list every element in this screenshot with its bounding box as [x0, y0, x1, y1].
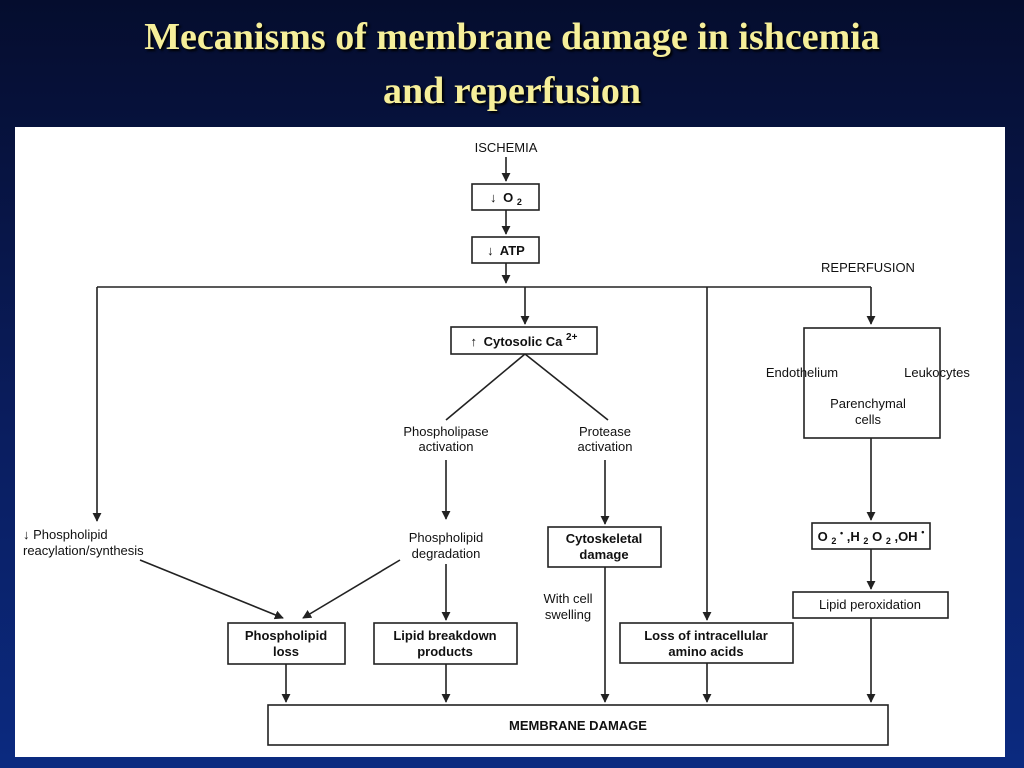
lipid-breakdown-line-1: Lipid breakdown	[393, 628, 496, 643]
ischemia-label: ISCHEMIA	[475, 140, 538, 155]
cytoskeletal-line-2: damage	[579, 547, 628, 562]
ros-o2-sub: 2	[831, 536, 836, 546]
o2-label: ↓ O 2	[490, 190, 522, 207]
ca-text: Cytosolic Ca	[484, 334, 564, 349]
atp-box	[471, 236, 540, 264]
reperfusion-label: REPERFUSION	[821, 260, 915, 275]
atp-label: ↓ ATP	[487, 243, 525, 258]
ros-oh-sup: •	[921, 527, 924, 537]
diagram-panel: ISCHEMIA ↓ O 2 ↓ ATP REPERFUSION ↑ Cytos…	[15, 127, 1005, 757]
degradation-line-2: degradation	[412, 546, 481, 561]
ros-o: O	[872, 529, 882, 544]
ros-o2-sup: •	[840, 528, 843, 538]
ros-o2: O	[818, 529, 828, 544]
amino-acid-line-2: amino acids	[668, 644, 743, 659]
parenchymal-line-2: cells	[855, 412, 882, 427]
protease-line-1: Protease	[579, 424, 631, 439]
degradation-line-1: Phospholipid	[409, 530, 483, 545]
membrane-damage-label: MEMBRANE DAMAGE	[509, 718, 647, 733]
arrow-reacylation-to-loss	[139, 559, 284, 620]
o2-text: O	[503, 190, 513, 205]
phospholipid-loss-line-1: Phospholipid	[245, 628, 327, 643]
parenchymal-line-1: Parenchymal	[830, 396, 906, 411]
ros-o2b-sub: 2	[886, 536, 891, 546]
o2-subscript: 2	[517, 197, 522, 207]
cytosolic-ca-label: ↑ Cytosolic Ca 2+	[471, 332, 578, 349]
reacylation-line-2: reacylation/synthesis	[23, 543, 144, 558]
phospholipase-line-1: Phospholipase	[403, 424, 488, 439]
arrow-degradation-to-loss	[302, 559, 401, 619]
amino-acid-line-1: Loss of intracellular	[644, 628, 768, 643]
protease-line-2: activation	[578, 439, 633, 454]
title-line-1: Mecanisms of membrane damage in ishcemia	[144, 16, 880, 58]
flow-diagram: ISCHEMIA ↓ O 2 ↓ ATP REPERFUSION ↑ Cytos…	[23, 140, 970, 746]
ros-label: O 2 • ,H 2 O 2 ,OH •	[818, 524, 925, 547]
membrane-damage-box	[267, 704, 889, 746]
title-line-2: and reperfusion	[383, 70, 641, 112]
lipid-peroxidation-box	[792, 591, 949, 619]
ros-box	[811, 522, 931, 550]
slide-title: Mecanisms of membrane damage in ishcemia…	[0, 10, 1024, 118]
lipid-breakdown-box	[373, 622, 518, 665]
ros-h2-sub: 2	[863, 536, 868, 546]
ros-oh: ,OH	[894, 529, 917, 544]
atp-down-arrow: ↓	[487, 243, 494, 258]
line-ca-to-phospholipase	[445, 353, 526, 421]
phospholipid-loss-line-2: loss	[273, 644, 299, 659]
line-ca-to-protease	[524, 353, 609, 421]
swelling-line-1: With cell	[543, 591, 592, 606]
o2-down-arrow: ↓	[490, 190, 497, 205]
ca-up-arrow: ↑	[471, 334, 478, 349]
leukocytes-label: Leukocytes	[904, 365, 970, 380]
lipid-breakdown-line-2: products	[417, 644, 473, 659]
phospholipase-line-2: activation	[419, 439, 474, 454]
ros-h: ,H	[847, 529, 860, 544]
cytoskeletal-line-1: Cytoskeletal	[566, 531, 643, 546]
endothelium-label: Endothelium	[766, 365, 838, 380]
lipid-peroxidation-label: Lipid peroxidation	[819, 597, 921, 612]
ca-superscript: 2+	[566, 332, 578, 343]
reacylation-line-1: ↓ Phospholipid	[23, 527, 108, 542]
swelling-line-2: swelling	[545, 607, 591, 622]
atp-text: ATP	[500, 243, 525, 258]
cytoskeletal-damage-box	[547, 526, 662, 568]
amino-acid-loss-box	[619, 622, 794, 664]
reperfusion-cells-box	[803, 327, 941, 439]
